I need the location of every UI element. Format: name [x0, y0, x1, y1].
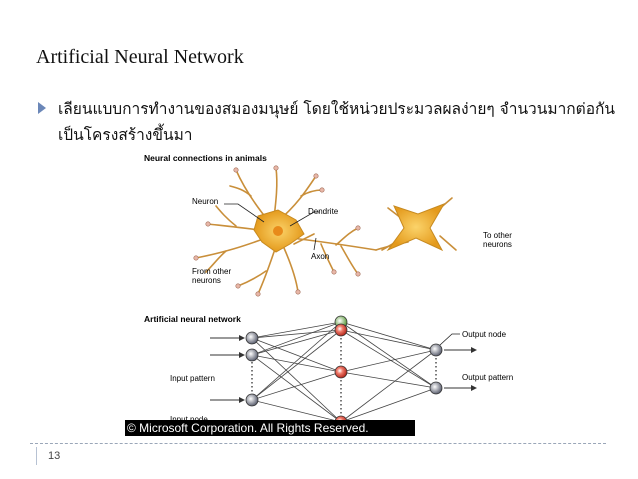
input-pattern-label: Input pattern	[170, 374, 215, 383]
artificial-network-title: Artificial neural network	[144, 314, 241, 324]
output-pattern-label: Output pattern	[462, 373, 513, 382]
from-other-neurons-label-line2: neurons	[192, 276, 221, 285]
hidden-node	[334, 365, 348, 379]
output-node	[429, 343, 443, 357]
output-nodes	[429, 343, 443, 395]
neuron-nucleus	[273, 226, 283, 236]
input-node	[245, 348, 259, 362]
synapse-dots	[193, 165, 361, 297]
footer-tick	[36, 447, 37, 465]
hidden-nodes	[334, 315, 348, 429]
neural-network-figure: Neural connections in animals	[126, 146, 546, 442]
input-node	[245, 331, 259, 345]
page-number: 13	[48, 450, 61, 462]
output-node-leader	[439, 333, 460, 346]
leader-lines	[224, 203, 320, 251]
network-connections	[251, 321, 437, 423]
neural-connections-title: Neural connections in animals	[144, 153, 267, 163]
input-arrows	[210, 335, 245, 403]
footer-divider	[30, 443, 606, 444]
ellipsis-dots	[251, 338, 437, 414]
output-node-label: Output node	[462, 330, 507, 339]
axon-label: Axon	[311, 252, 329, 261]
bullet-text: เลียนแบบการทำงานของสมองมนุษย์ โดยใช้หน่ว…	[58, 100, 616, 144]
input-node-label: Input node	[170, 415, 208, 424]
hidden-node	[334, 323, 348, 337]
output-arrows	[444, 347, 477, 391]
input-nodes	[245, 331, 259, 407]
to-other-neurons-label-line1: To other	[483, 231, 512, 240]
from-other-neurons-label-line1: From other	[192, 267, 231, 276]
dendrite-label: Dendrite	[308, 207, 339, 216]
second-neuron-body	[386, 203, 446, 252]
copyright-notice: © Microsoft Corporation. All Rights Rese…	[125, 420, 415, 436]
input-node	[245, 393, 259, 407]
slide-title: Artificial Neural Network	[36, 46, 244, 68]
output-node	[429, 381, 443, 395]
bullet-triangle-icon	[38, 102, 46, 114]
to-other-neurons-label-line2: neurons	[483, 240, 512, 249]
figure-svg: Neural connections in animals	[144, 153, 513, 429]
neuron-label: Neuron	[192, 197, 218, 206]
